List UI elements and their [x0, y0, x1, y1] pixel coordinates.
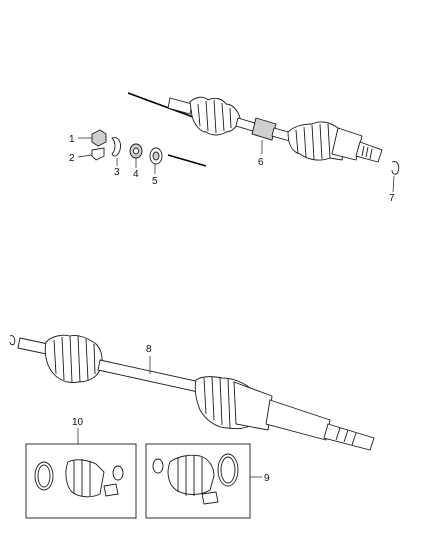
kit-box-10: [25, 428, 137, 519]
kit-9-boot: [167, 454, 215, 495]
upper-axle-shaft-assembly: [127, 92, 383, 167]
kit-10-boot-ribs: [73, 459, 91, 496]
lower-splines: [335, 427, 357, 446]
lower-splined-end: [323, 423, 375, 451]
kit-10-boot: [65, 459, 105, 498]
callout-5: 5: [152, 176, 158, 187]
lower-outer-boot-ribs: [203, 376, 231, 429]
part-4-nut-hole: [133, 147, 139, 155]
kit-9-boot-ribs: [177, 455, 203, 496]
pointer-line-lower: [167, 154, 207, 167]
kit-9-grease-pack: [201, 491, 219, 505]
kit-9-small-clamp: [152, 458, 164, 474]
stub-splines: [361, 145, 373, 160]
callout-8: 8: [146, 344, 152, 355]
callout-labels: 1 2 3 4 5 6 7 8 9 10: [69, 134, 395, 484]
kit-9-large-clamp-inner: [220, 456, 236, 484]
callout-10: 10: [72, 417, 84, 428]
callout-9: 9: [264, 473, 270, 484]
kit-10-large-clamp-inner: [37, 464, 51, 488]
kit-10-small-clamp: [112, 465, 124, 481]
lower-inner-stub: [17, 337, 49, 355]
kit-10-grease-pack: [103, 483, 119, 497]
outer-splined-stub: [355, 141, 383, 163]
shaft-damper: [251, 117, 277, 141]
lower-long-shaft: [97, 359, 201, 393]
kit-10-frame: [25, 443, 137, 519]
kit-box-9: [145, 443, 262, 519]
inner-boot-ribs: [197, 99, 232, 134]
callout-7: 7: [389, 193, 395, 204]
outer-boot-ribs: [295, 123, 331, 160]
lower-axle-shaft-assembly: [9, 334, 375, 451]
lower-snap-ring: [9, 335, 16, 346]
leader-2: [77, 154, 93, 158]
leader-7: [392, 175, 395, 193]
kit-9-frame: [145, 443, 251, 519]
callout-1: 1: [69, 134, 75, 145]
snap-ring-7: [391, 161, 400, 175]
part-2-lock: [91, 147, 105, 161]
part-5-washer-hole: [152, 151, 160, 161]
part-7-snap-ring: [391, 161, 400, 193]
lower-inner-boot-ribs: [53, 335, 96, 383]
part-1-nut: [91, 129, 107, 147]
callout-6: 6: [258, 157, 264, 168]
callout-4: 4: [133, 169, 139, 180]
outer-cv-housing: [331, 127, 363, 161]
hardware-parts: [77, 129, 163, 174]
inner-stub-shaft: [167, 97, 193, 115]
callout-3: 3: [114, 167, 120, 178]
lower-outer-cv-housing: [233, 381, 273, 431]
lower-hub-shaft: [265, 399, 331, 441]
callout-2: 2: [69, 153, 75, 164]
part-3-clip: [111, 137, 121, 157]
